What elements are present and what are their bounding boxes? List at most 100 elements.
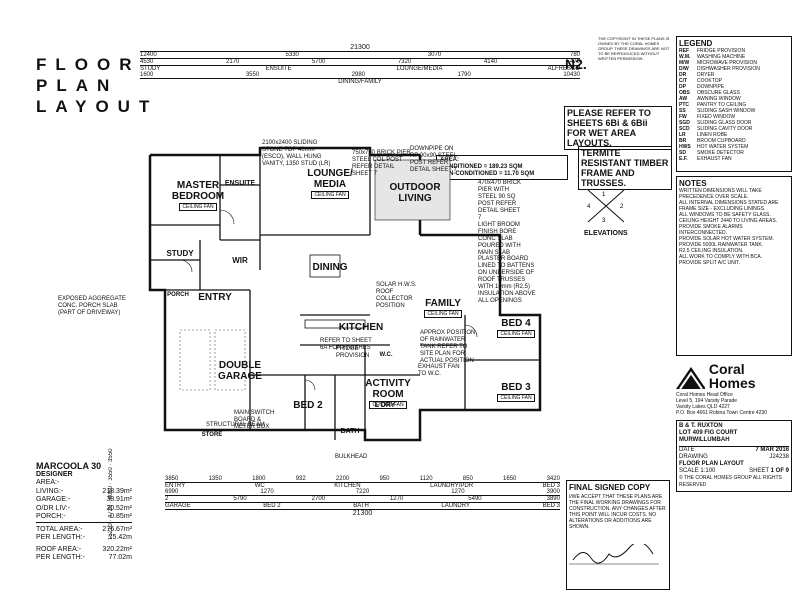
note-downpipe: DOWNPIPE ON RP 90x90 STEEL POST REFER DE…: [410, 146, 457, 173]
note-structural-beam: STRUCTURAL BEAM: [206, 422, 265, 428]
dim-row1: 12400 5330 3070 780: [140, 52, 580, 59]
note-line: PROVIDE 5000L RAINWATER TANK.: [679, 242, 764, 248]
legend-code: C/T: [679, 78, 688, 84]
title-plan: PLAN: [36, 76, 119, 95]
dim: 5330: [285, 52, 299, 58]
note-exposed-slab: EXPOSED AGGREGATE CONC. PORCH SLAB (PART…: [58, 296, 126, 316]
dim-row2: 4530 2170 5700 7320 4140 470: [140, 59, 580, 66]
room-study: STUDY: [166, 249, 194, 258]
note-line: PROVIDE SPLIT A/C UNIT.: [679, 260, 741, 266]
note-exhaust-fan: EXHAUST FAN TO W.C.: [418, 364, 460, 377]
elevations-label: ELEVATIONS: [584, 230, 628, 237]
dim: 5700: [311, 59, 326, 65]
dim-label: BED 3: [542, 503, 560, 509]
coral-homes-logo-icon: [676, 367, 705, 389]
notes-list: WRITTEN DIMENSIONS WILL TAKE PRECEDENCE …: [679, 188, 789, 266]
company-address2: Varsity Lakes QLD 4227: [676, 404, 730, 410]
dim: 10430: [563, 72, 580, 78]
dim: 7220: [355, 489, 370, 495]
legend-desc: OBSCURE GLASS: [697, 90, 740, 96]
legend-code: W.M.: [679, 54, 691, 60]
dim: 2: [165, 496, 169, 502]
dim-label: KITCHEN: [334, 483, 361, 489]
notes-box: NOTES WRITTEN DIMENSIONS WILL TAKE PRECE…: [676, 176, 792, 356]
legend-code: D/W: [679, 66, 689, 72]
legend-item: DR DRYER: [679, 72, 789, 78]
note-line: WRITTEN DIMENSIONS WILL TAKE PRECEDENCE …: [679, 188, 762, 200]
dim-label: ALFRESCO: [547, 66, 580, 72]
floor-plan-drawing: [148, 146, 542, 442]
legend-desc: WASHING MACHINE: [697, 54, 746, 60]
top-dimensions: 21300 12400 5330 3070 780 4530 2170 5700…: [140, 44, 580, 85]
room-outdoor-living: OUTDOOR LIVING: [389, 182, 441, 204]
legend-code: SS: [679, 108, 686, 114]
room-store: STORE: [201, 432, 223, 438]
dim: 1120: [419, 476, 433, 482]
dim: 3420: [546, 476, 560, 482]
dim: 3900: [546, 489, 560, 495]
dim: 3070: [427, 52, 442, 58]
note-brick-pier: 750x750 BRICK PIER STEEL COL POST REFER …: [352, 150, 411, 177]
company-address: Coral Homes Head Office Level 5, 194 Var…: [676, 392, 792, 416]
dim-overall-bottom: 21300: [165, 509, 560, 517]
legend-code: SD: [679, 150, 686, 156]
legend-code: M/W: [679, 60, 690, 66]
legend-desc: SLIDING SASH WINDOW: [697, 108, 756, 114]
legend-desc: PANTRY TO CEILING: [697, 102, 747, 108]
note-sliding-door: 2100x2400 SLIDING STONE TOP 40mm (ESCO),…: [262, 140, 331, 167]
svg-text:2: 2: [620, 204, 624, 210]
room-dining: DINING: [312, 262, 348, 273]
note-fridge: FRIDGE PROVISION: [336, 346, 370, 359]
title-copyright: © THE CORAL HOMES GROUP ALL RIGHTS RESER…: [679, 475, 782, 488]
legend-code: REF: [679, 48, 689, 54]
note-solar-hws: SOLAR H.W.S. ROOF COLLECTOR POSITION: [376, 282, 417, 309]
legend-code: E.F.: [679, 156, 688, 162]
note-line: PROVIDE SOLAR HOT WATER SYSTEM.: [679, 236, 774, 242]
sheet-ref: N2.: [565, 56, 587, 72]
legend-desc: SLIDING GLASS DOOR: [697, 120, 752, 126]
designer-label: DESIGNER: [36, 470, 73, 478]
legend-desc: EXHAUST FAN: [697, 156, 732, 162]
dim-label: LAUNDRY: [441, 503, 470, 509]
dim-label: BED 3: [542, 483, 560, 489]
dim: 4530: [140, 59, 154, 65]
area-label: AREA:-: [36, 479, 60, 486]
company-office: Coral Homes Head Office: [676, 392, 733, 398]
legend-item: SS SLIDING SASH WINDOW: [679, 108, 789, 114]
svg-text:1: 1: [602, 192, 606, 198]
dim-label: ENTRY: [165, 483, 186, 489]
svg-text:4: 4: [587, 204, 591, 210]
legend-code: BR: [679, 138, 687, 144]
room-entry: ENTRY: [198, 292, 232, 303]
note-bulkhead: BULKHEAD: [335, 454, 368, 460]
legend-desc: BROOM CUPBOARD: [697, 138, 746, 144]
dim: 5490: [468, 496, 482, 502]
dim-bottom-row1: 3850 1350 1800 932 2200 950 1120 850 165…: [165, 476, 560, 483]
dim: 1350: [208, 476, 222, 482]
legend-code: DR: [679, 72, 687, 78]
company-logo: Coral Homes: [676, 362, 792, 390]
legend-item: BR BROOM CUPBOARD: [679, 138, 789, 144]
note-plaster-board: PLASTER BOARD LINED TO BATTENS ON UNDERS…: [478, 256, 536, 304]
note-approx-position: APPROX POSITION OF RAINWATER TANK REFER …: [420, 330, 476, 364]
dim-label: WC: [254, 483, 265, 489]
title-layout: LAYOUT: [36, 97, 159, 116]
legend-desc: DRYER: [697, 72, 715, 78]
signature-icon: [569, 541, 659, 565]
